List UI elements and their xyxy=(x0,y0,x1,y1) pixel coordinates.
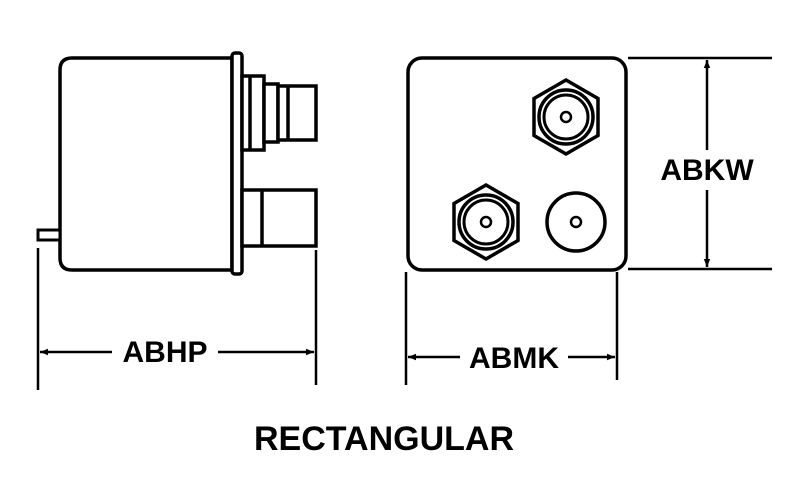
dimension-abhp xyxy=(36,248,318,390)
dimension-abmk xyxy=(404,272,619,385)
dimension-abkw xyxy=(628,56,772,271)
hex-nut-top xyxy=(532,77,600,157)
round-connector-bottom-right xyxy=(545,191,607,253)
dimension-label-abhp: ABHP xyxy=(122,336,207,369)
side-view-pin xyxy=(36,228,62,242)
caption: RECTANGULAR xyxy=(254,420,514,458)
dimension-label-abmk: ABMK xyxy=(469,342,559,375)
side-view xyxy=(36,51,318,276)
hex-nut-bottom-left xyxy=(452,182,520,262)
side-view-lower-connector xyxy=(240,188,318,248)
front-view xyxy=(406,56,628,272)
dimension-label-abkw: ABKW xyxy=(660,154,754,187)
side-view-flange xyxy=(230,51,244,276)
side-view-upper-connector xyxy=(240,74,318,152)
side-view-body xyxy=(58,56,234,272)
